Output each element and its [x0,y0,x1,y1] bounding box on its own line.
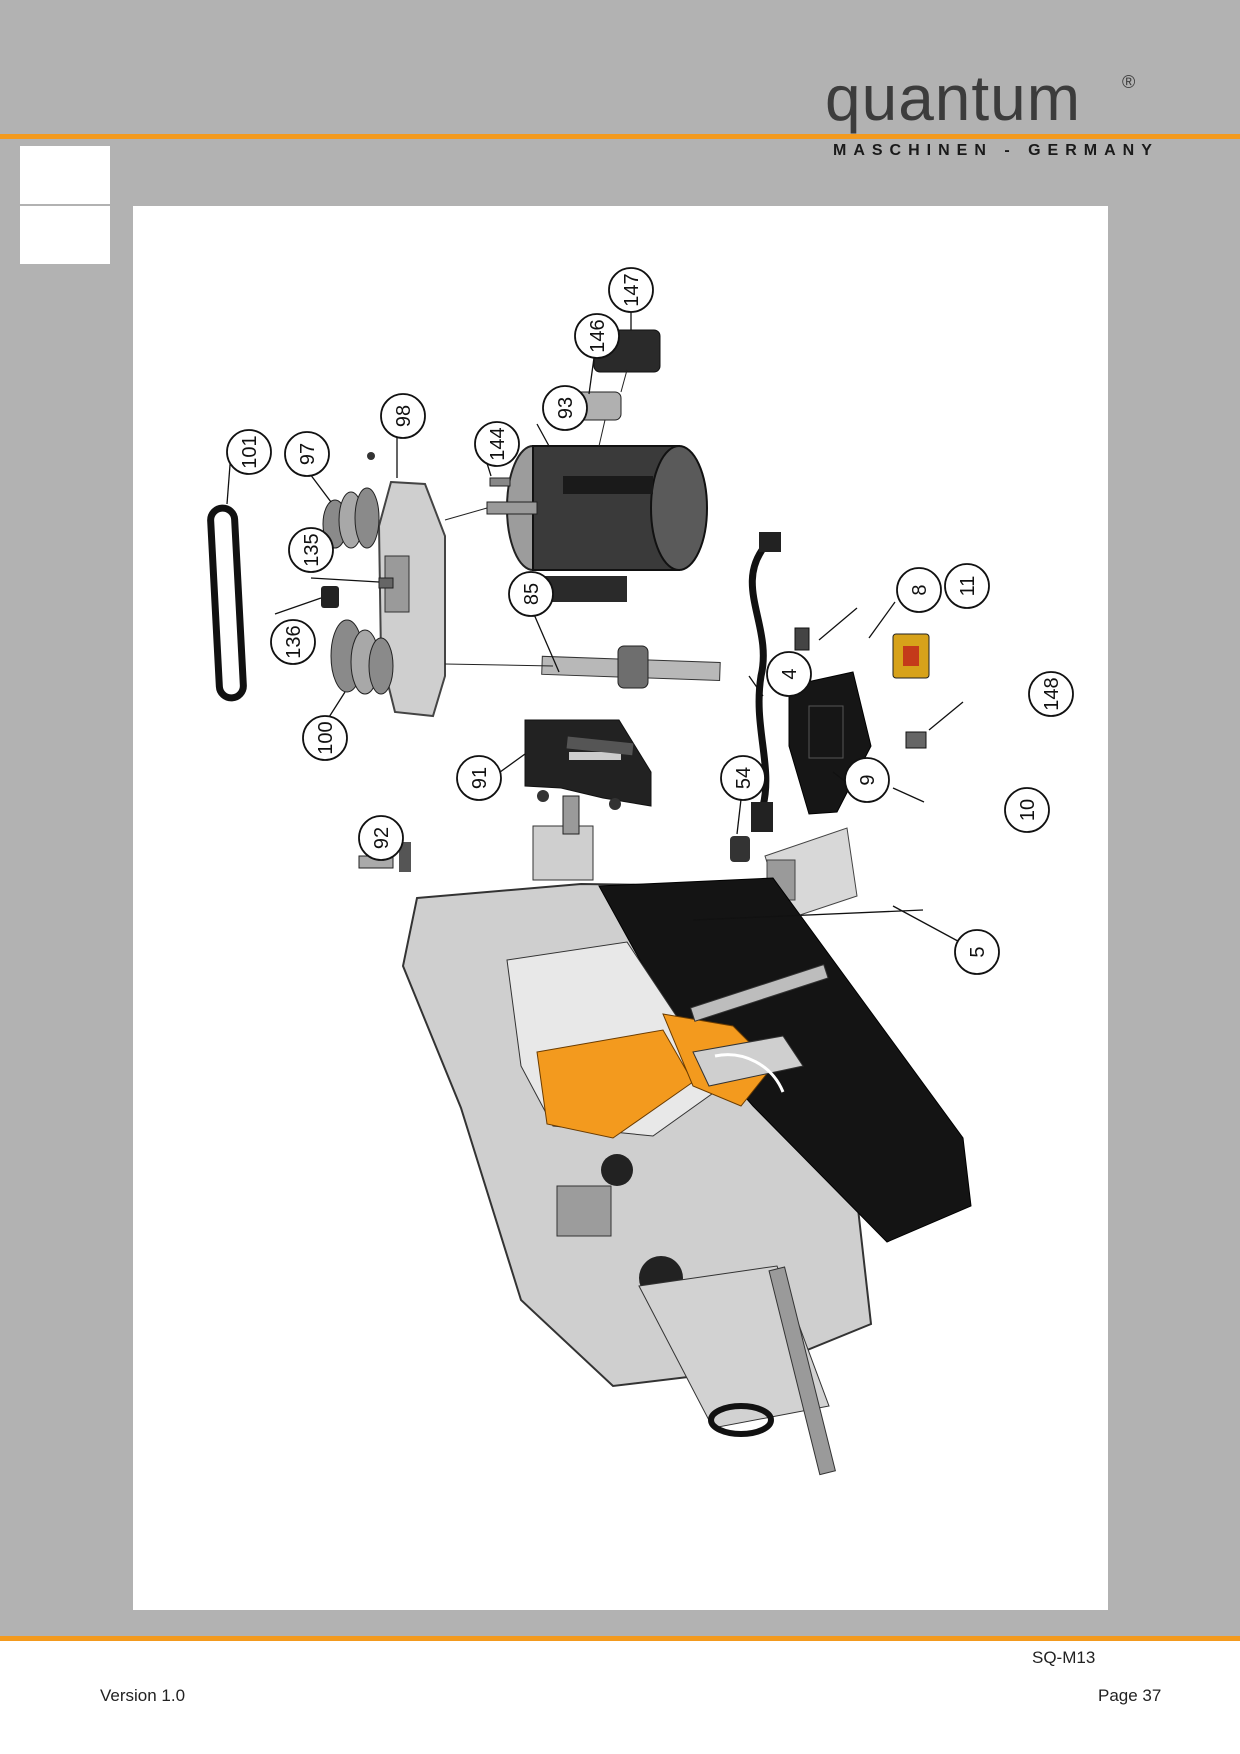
callout-11: 11 [944,563,990,609]
footer-rule [0,1636,1240,1641]
callout-93: 93 [542,385,588,431]
plug-148 [905,731,927,749]
side-tab-upper [20,146,110,204]
callout-label: 101 [239,435,261,468]
callout-92: 92 [358,815,404,861]
callout-label: 148 [1041,677,1063,710]
callout-146: 146 [574,313,620,359]
callout-label: 9 [857,774,879,785]
power-cable [748,543,770,807]
belt-cover [377,480,446,718]
callout-98: 98 [380,393,426,439]
callout-101: 101 [226,429,272,475]
callout-91: 91 [456,755,502,801]
callout-144: 144 [474,421,520,467]
registered-mark: ® [1122,72,1136,92]
callout-label: 98 [393,405,415,427]
callout-label: 146 [587,319,609,352]
spindle-shaft [541,645,721,689]
callout-100: 100 [302,715,348,761]
callout-10: 10 [1004,787,1050,833]
version-label: Version 1.0 [100,1686,186,1705]
callout-label: 5 [967,946,989,957]
callout-8: 8 [896,567,942,613]
callout-135: 135 [288,527,334,573]
brand-name: quantum [825,62,1082,134]
callout-label: 91 [469,767,491,789]
brand-tagline: MASCHINEN - GERMANY [833,142,1159,159]
callout-label: 100 [315,721,337,754]
cable-clamp-54 [730,836,750,862]
exploded-parts-diagram: 101 97 98 144 93 146 147 135 136 85 100 … [133,206,1108,1610]
leader-lines [226,292,968,947]
callout-label: 4 [779,668,801,679]
key-135 [378,577,394,589]
relay-8 [794,627,810,651]
machine-base [401,795,972,1476]
callout-label: 11 [957,576,979,597]
callout-label: 136 [283,625,305,658]
motor-pulley [322,452,380,549]
callout-label: 92 [371,827,393,849]
brand-logo: quantum ® [825,66,1155,136]
page-number: Page 37 [1098,1686,1162,1705]
callout-label: 93 [555,397,577,419]
callout-54: 54 [720,755,766,801]
callout-label: 54 [733,767,755,789]
callout-4: 4 [766,651,812,697]
callouts: 101 97 98 144 93 146 147 135 136 85 100 … [226,267,1074,975]
callout-label: 147 [621,273,643,306]
callout-9: 9 [844,757,890,803]
callout-148: 148 [1028,671,1074,717]
callout-97: 97 [284,431,330,477]
callout-5: 5 [954,929,1000,975]
callout-label: 85 [521,583,543,605]
motor-bracket [524,719,652,807]
footer: SQ-M13 Version 1.0 Page 37 [0,1636,1240,1754]
callout-label: 8 [909,584,931,595]
callout-label: 97 [297,443,319,465]
side-tab-lower [20,206,110,264]
callout-label: 144 [487,427,509,460]
callout-147: 147 [608,267,654,313]
drive-belt [207,504,247,702]
parts-drawing: 101 97 98 144 93 146 147 135 136 85 100 … [207,267,1074,1476]
clip-136 [321,586,339,608]
callout-136: 136 [270,619,316,665]
header-rule [0,134,1240,139]
callout-label: 10 [1017,799,1039,821]
callout-85: 85 [508,571,554,617]
spindle-pulley [330,619,394,695]
model-number: SQ-M13 [1032,1648,1096,1667]
callout-label: 135 [301,533,323,566]
